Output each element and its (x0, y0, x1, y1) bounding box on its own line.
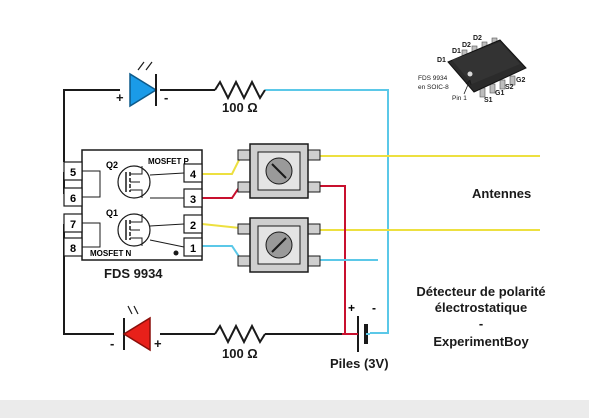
pin-2-label: 2 (190, 220, 196, 232)
title-line-2: électrostatique (435, 300, 527, 315)
light-ray-icon (145, 61, 153, 71)
battery-minus: - (372, 301, 376, 315)
pin-7-label: 7 (70, 219, 76, 231)
title-line-4: ExperimentBoy (433, 334, 529, 349)
light-ray-icon (127, 305, 133, 315)
package-bottom-leads (479, 75, 516, 98)
drain-source-icon (130, 166, 143, 198)
chip-name-label: FDS 9934 (104, 266, 163, 281)
mosfet-chip: 5 6 7 8 4 3 2 1 Q2 MOSFET P (63, 149, 203, 281)
drain-source-icon (130, 214, 143, 246)
pkg-pin-g2: G2 (516, 77, 525, 84)
led-red-minus: - (110, 336, 114, 351)
meter-terminal (237, 223, 251, 235)
soic8-package: D1 D1 D2 D2 S1 G1 S2 G2 FDS 9934 en SOIC… (418, 35, 527, 104)
pkg-pin-d1b: D1 (452, 48, 461, 55)
gauge-needle-icon (271, 163, 287, 179)
wire-pin1-cyan (202, 245, 241, 259)
pin-1-label: 1 (190, 243, 196, 255)
chip-internal-wiring (82, 170, 185, 248)
led-blue-minus: - (164, 90, 168, 105)
led-red-plus: + (154, 336, 162, 351)
mosfet-p-label: MOSFET P (148, 157, 190, 166)
title-line-3: - (479, 316, 483, 331)
pin-3-label: 3 (190, 194, 196, 206)
pkg-pin-s2: S2 (505, 84, 514, 91)
resistor-bottom: 100 Ω (214, 323, 266, 361)
transistor-q1-circle (117, 213, 151, 247)
transistor-q1: Q1 MOSFET N (90, 208, 151, 258)
pin-6-label: 6 (70, 193, 76, 205)
wire-pin2-yellow (201, 223, 241, 229)
title-line-1: Détecteur de polarité (416, 284, 545, 299)
antennas-label: Antennes (472, 186, 531, 201)
light-ray-icon (133, 305, 139, 315)
battery: + - Piles (3V) (330, 301, 389, 371)
pkg-pin-g1: G1 (495, 90, 504, 97)
pin-4-label: 4 (190, 169, 197, 181)
wire-pin4-yellow (202, 157, 241, 175)
pin1-arrow-icon (463, 79, 472, 95)
title-block: Détecteur de polarité électrostatique - … (416, 284, 545, 349)
q1-label: Q1 (106, 208, 118, 218)
led-blue: + - (116, 61, 168, 108)
package-name-1: FDS 9934 (418, 75, 448, 82)
pkg-pin-d2a: D2 (462, 42, 471, 49)
pin1-marker-dot (173, 250, 179, 256)
wire-cyan-top-rail (265, 89, 389, 334)
pin1-dot (467, 71, 473, 77)
wires (63, 89, 540, 335)
wire-red-meter-battery (320, 185, 346, 318)
wire-top-left (63, 89, 120, 162)
q2-label: Q2 (106, 160, 118, 170)
package-pin1-label: Pin 1 (452, 95, 467, 102)
pkg-pin-s1: S1 (484, 97, 493, 104)
meter-bottom (237, 217, 321, 273)
pkg-pin-d1a: D1 (437, 57, 446, 64)
pkg-pin-d2b: D2 (473, 35, 482, 42)
led-blue-plus: + (116, 90, 124, 105)
mosfet-n-label: MOSFET N (90, 249, 132, 258)
meter-terminal (307, 255, 321, 267)
transistor-q2-circle (117, 165, 151, 199)
resistor-bottom-zigzag (214, 323, 266, 345)
led-red: - + (110, 305, 162, 352)
led-blue-body (129, 72, 158, 108)
schematic-board: + - 100 Ω 5 6 7 8 4 3 2 1 (0, 0, 589, 400)
meter-terminal (307, 223, 321, 235)
meter-terminal (237, 255, 251, 267)
meter-terminal (237, 181, 251, 193)
gauge-needle-icon (271, 237, 287, 253)
wire-pin7-pin8 (63, 224, 114, 335)
transistor-q2: Q2 MOSFET P (106, 157, 190, 199)
light-ray-icon (137, 61, 145, 71)
meter-top (237, 143, 321, 199)
pin-8-label: 8 (70, 243, 76, 255)
meter-terminal (307, 149, 321, 161)
resistor-top-zigzag (214, 79, 266, 101)
package-name-2: en SOIC-8 (418, 84, 449, 91)
resistor-top-label: 100 Ω (222, 100, 258, 115)
circuit-diagram: + - 100 Ω 5 6 7 8 4 3 2 1 (63, 35, 546, 371)
pin-5-label: 5 (70, 167, 76, 179)
meter-terminal (307, 181, 321, 193)
battery-label: Piles (3V) (330, 356, 389, 371)
led-red-body (122, 316, 151, 352)
wire-pin3-red (202, 185, 241, 199)
resistor-bottom-label: 100 Ω (222, 346, 258, 361)
battery-red-lead (342, 318, 346, 335)
meter-terminal (237, 149, 251, 161)
battery-plus: + (348, 301, 355, 315)
resistor-top: 100 Ω (214, 79, 266, 115)
